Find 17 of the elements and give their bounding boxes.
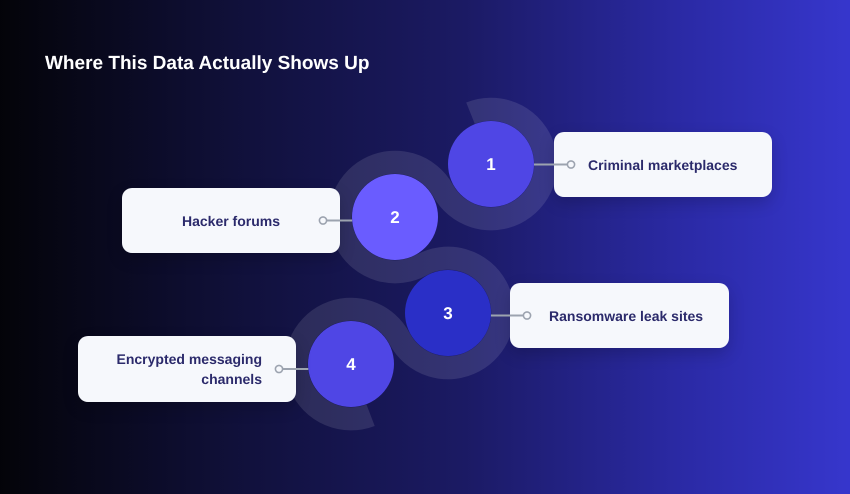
- step-number: 2: [390, 208, 400, 226]
- source-label: Encrypted messaging channels: [116, 350, 262, 389]
- source-label: Ransomware leak sites: [549, 306, 704, 326]
- source-label: Criminal marketplaces: [588, 156, 738, 174]
- label-card: [78, 336, 296, 402]
- leader-line: [534, 160, 576, 169]
- label-card: [510, 283, 729, 348]
- step-number: 4: [346, 356, 356, 372]
- title: Where This Data Actually Shows Up: [45, 52, 370, 76]
- step-number: 1: [486, 156, 496, 172]
- label-card: [554, 132, 772, 197]
- leader-line: [274, 364, 308, 374]
- leader-line: [490, 311, 532, 320]
- step-number: 3: [443, 304, 453, 322]
- source-label: Hacker forums: [182, 212, 280, 230]
- label-card: [122, 188, 340, 253]
- leader-line: [318, 216, 352, 225]
